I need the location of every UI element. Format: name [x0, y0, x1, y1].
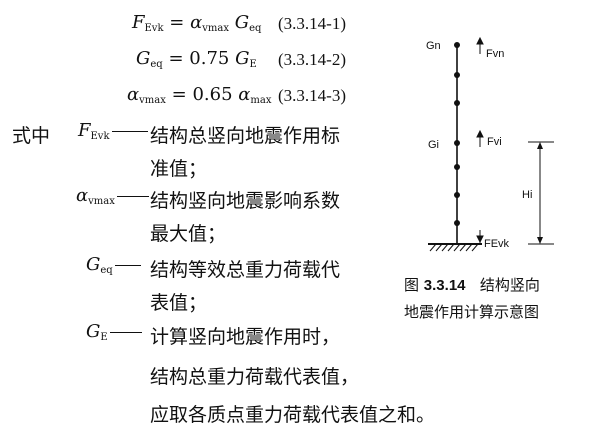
- def4-symbol: G: [86, 321, 101, 342]
- force-arrow-top: [476, 36, 484, 54]
- figure-caption: 图 3.3.14 结构竖向 地震作用计算示意图: [404, 272, 540, 325]
- eq2-coefficient: 0.75: [189, 48, 230, 69]
- equation-2: Geq = 0.75 GE: [136, 48, 257, 70]
- eq3-lhs-symbol: α: [127, 84, 140, 105]
- definition-4-line-3: 应取各质点重力荷载代表值之和。: [150, 404, 436, 426]
- definition-4-line-1: 计算竖向地震作用时，: [150, 326, 341, 348]
- def4-subscript: E: [100, 332, 108, 343]
- eq1-equals: =: [169, 12, 185, 33]
- caption-title-1: 结构竖向: [479, 276, 540, 294]
- height-arrow-down: [537, 237, 543, 244]
- mass-5: [454, 164, 460, 170]
- height-arrow-up: [537, 142, 543, 149]
- equation-3: αvmax = 0.65 αmax: [127, 84, 272, 106]
- definition-2-line-2: 最大值；: [150, 223, 227, 245]
- mass-n: [454, 42, 460, 48]
- eq1-rhs-g-subscript: eq: [249, 23, 262, 34]
- def1-symbol: F: [78, 120, 91, 141]
- eq3-lhs-subscript: vmax: [139, 95, 166, 106]
- definition-4-line-2: 结构总重力荷载代表值，: [150, 366, 360, 388]
- label-hi: Hi: [522, 189, 532, 201]
- force-arrow-bottom: [476, 230, 484, 244]
- equation-3-number: (3.3.14-3): [278, 86, 346, 105]
- mass-2: [454, 72, 460, 78]
- eq2-rhs-g: G: [235, 48, 250, 69]
- vertical-seismic-diagram: Gn Gi Fvn Fvi FEvk Hi: [426, 36, 554, 252]
- eq1-rhs-alpha: α: [190, 12, 203, 33]
- force-arrow-mid: [476, 129, 484, 147]
- eq3-rhs-alpha: α: [238, 84, 251, 105]
- eq2-lhs-symbol: G: [136, 48, 151, 69]
- def2-symbol: α: [76, 185, 89, 206]
- definition-2-term: αvmax: [76, 185, 151, 207]
- def3-subscript: eq: [100, 265, 113, 276]
- def1-subscript: Evk: [90, 131, 110, 142]
- def1-dash: [111, 131, 148, 132]
- equation-1: FEvk = αvmax Geq: [132, 12, 261, 34]
- eq3-rhs-alpha-subscript: max: [250, 95, 272, 106]
- definition-1-line-1: 结构总竖向地震作用标: [150, 125, 341, 147]
- definition-1-line-2: 准值；: [150, 158, 208, 180]
- def2-subscript: vmax: [88, 196, 115, 207]
- definition-3-line-1: 结构等效总重力荷载代: [150, 259, 341, 281]
- definition-4-term: GE: [86, 321, 144, 343]
- label-gi: Gi: [428, 139, 439, 151]
- eq1-rhs-g: G: [234, 12, 250, 33]
- figure-caption-line-1: 图 3.3.14 结构竖向: [404, 272, 540, 299]
- eq1-lhs-subscript: Evk: [144, 23, 164, 34]
- eq2-rhs-g-subscript: E: [249, 59, 257, 70]
- label-gn: Gn: [426, 40, 441, 52]
- caption-number: 3.3.14: [423, 277, 466, 294]
- mass-i: [454, 140, 460, 146]
- eq2-equals: =: [168, 48, 184, 69]
- def2-dash: [116, 196, 149, 197]
- def4-dash: [109, 332, 142, 333]
- label-fevk: FEvk: [484, 238, 510, 250]
- eq2-lhs-subscript: eq: [150, 59, 163, 70]
- label-fvn: Fvn: [486, 48, 504, 60]
- caption-title-2: 地震作用计算示意图: [404, 303, 540, 321]
- mass-6: [454, 192, 460, 198]
- eq3-equals: =: [171, 84, 187, 105]
- definition-1-term: FEvk: [78, 120, 150, 142]
- eq1-rhs-alpha-subscript: vmax: [202, 23, 229, 34]
- mass-3: [454, 100, 460, 106]
- eq1-lhs-symbol: F: [132, 12, 145, 33]
- caption-prefix: 图: [404, 276, 420, 294]
- definition-3-term: Geq: [86, 254, 143, 276]
- ground-hatch: [429, 243, 479, 252]
- definition-2-line-1: 结构竖向地震影响系数: [150, 190, 341, 212]
- label-fvi: Fvi: [487, 136, 502, 148]
- def3-dash: [114, 265, 141, 266]
- where-label: 式中: [12, 125, 51, 147]
- equation-1-number: (3.3.14-1): [278, 14, 346, 33]
- equation-2-number: (3.3.14-2): [278, 50, 346, 69]
- mass-7: [454, 220, 460, 226]
- def3-symbol: G: [86, 254, 101, 275]
- definition-3-line-2: 表值；: [150, 292, 208, 314]
- eq3-coefficient: 0.65: [192, 84, 233, 105]
